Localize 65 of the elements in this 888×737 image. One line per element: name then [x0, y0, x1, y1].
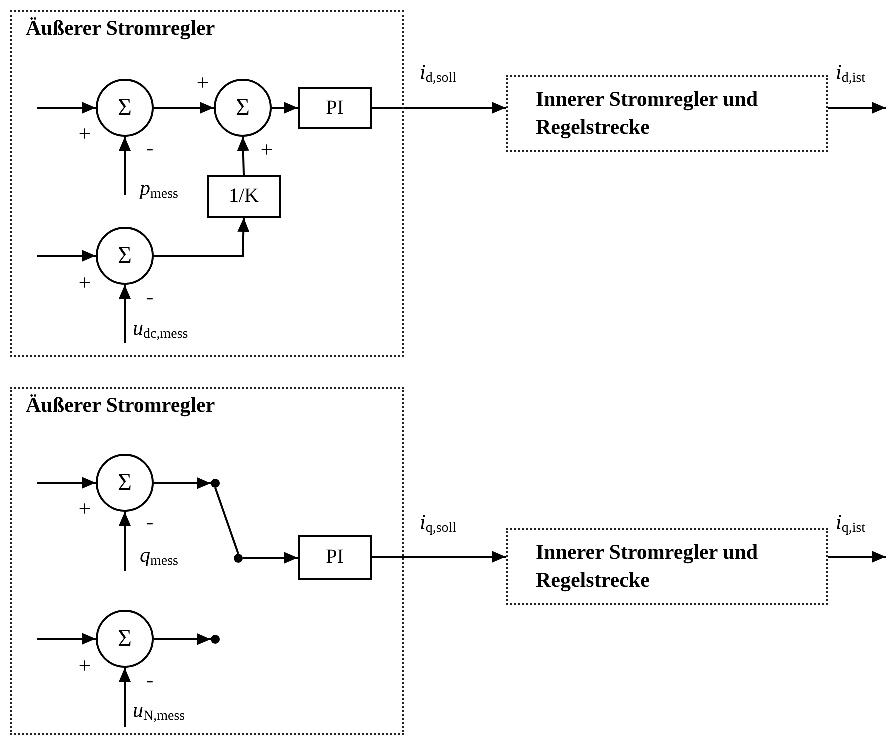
- sign-label: -: [146, 286, 154, 308]
- block-label: PI: [326, 546, 344, 569]
- block-label: PI: [326, 96, 344, 120]
- summing-junction: [96, 610, 154, 668]
- signal-arrow: [828, 551, 886, 563]
- junction-symbol: Σ: [118, 94, 132, 122]
- signal-label: i$_{d,ist}$: [836, 62, 866, 86]
- signal-label: i$_{q,soll}$: [420, 512, 457, 536]
- signal-arrow: [37, 102, 96, 114]
- sign-label: -: [146, 511, 154, 533]
- sign-label: +: [78, 272, 92, 294]
- group-frame: [10, 10, 404, 357]
- signal-arrow: [119, 668, 131, 727]
- group-frame: [10, 387, 404, 735]
- transfer-block: [298, 87, 372, 129]
- sign-label: -: [146, 137, 154, 159]
- signal-arrow: [37, 633, 96, 645]
- sign-label: +: [78, 655, 92, 677]
- signal-arrow: [828, 102, 886, 114]
- signal-label: u$_{dc,mess}$: [133, 318, 188, 342]
- transfer-block: [298, 535, 372, 580]
- summing-junction: [96, 454, 154, 512]
- summing-junction: [214, 79, 272, 137]
- signal-arrow: [154, 218, 250, 257]
- transfer-block: [207, 175, 281, 218]
- signal-arrow: [243, 552, 298, 564]
- signal-arrow: [37, 250, 96, 262]
- signal-arrow: [237, 136, 250, 176]
- signal-arrow: [154, 477, 212, 490]
- signal-label: q$_{mess}$: [140, 545, 178, 569]
- subsystem-label: Innerer Stromregler und Regelstrecke: [536, 86, 760, 141]
- signal-arrow: [372, 102, 506, 114]
- junction-symbol: Σ: [236, 94, 250, 122]
- signal-arrow: [154, 633, 212, 646]
- sign-label: +: [196, 72, 210, 94]
- switch-contact: [211, 479, 220, 488]
- block-label: 1/K: [229, 185, 259, 208]
- signal-label: u$_{N,mess}$: [133, 700, 186, 724]
- subsystem-label: Innerer Stromregler und Regelstrecke: [536, 539, 760, 594]
- signal-arrow: [154, 102, 214, 114]
- signal-arrow: [119, 137, 131, 195]
- switch-contact: [234, 554, 243, 563]
- sign-label: +: [78, 498, 92, 520]
- group-title: Äußerer Stromregler: [26, 393, 216, 418]
- switch-blade: [214, 488, 240, 554]
- signal-label: i$_{d,soll}$: [420, 62, 457, 86]
- sign-label: +: [260, 139, 274, 161]
- switch-contact: [211, 635, 220, 644]
- summing-junction: [96, 79, 154, 137]
- signal-arrow: [37, 477, 96, 489]
- junction-symbol: Σ: [118, 470, 132, 496]
- signal-arrow: [119, 285, 131, 343]
- signal-label: i$_{q,ist}$: [836, 512, 866, 536]
- junction-symbol: Σ: [118, 242, 132, 270]
- sign-label: -: [146, 669, 154, 691]
- signal-arrow: [372, 551, 506, 563]
- group-title: Äußerer Stromregler: [26, 16, 216, 41]
- summing-junction: [96, 227, 154, 285]
- subsystem-box: [506, 528, 828, 605]
- signal-arrow: [272, 102, 298, 114]
- signal-label: p$_{mess}$: [140, 178, 178, 202]
- sign-label: +: [78, 123, 92, 145]
- signal-arrow: [119, 512, 131, 571]
- junction-symbol: Σ: [118, 626, 132, 652]
- subsystem-box: [506, 75, 828, 152]
